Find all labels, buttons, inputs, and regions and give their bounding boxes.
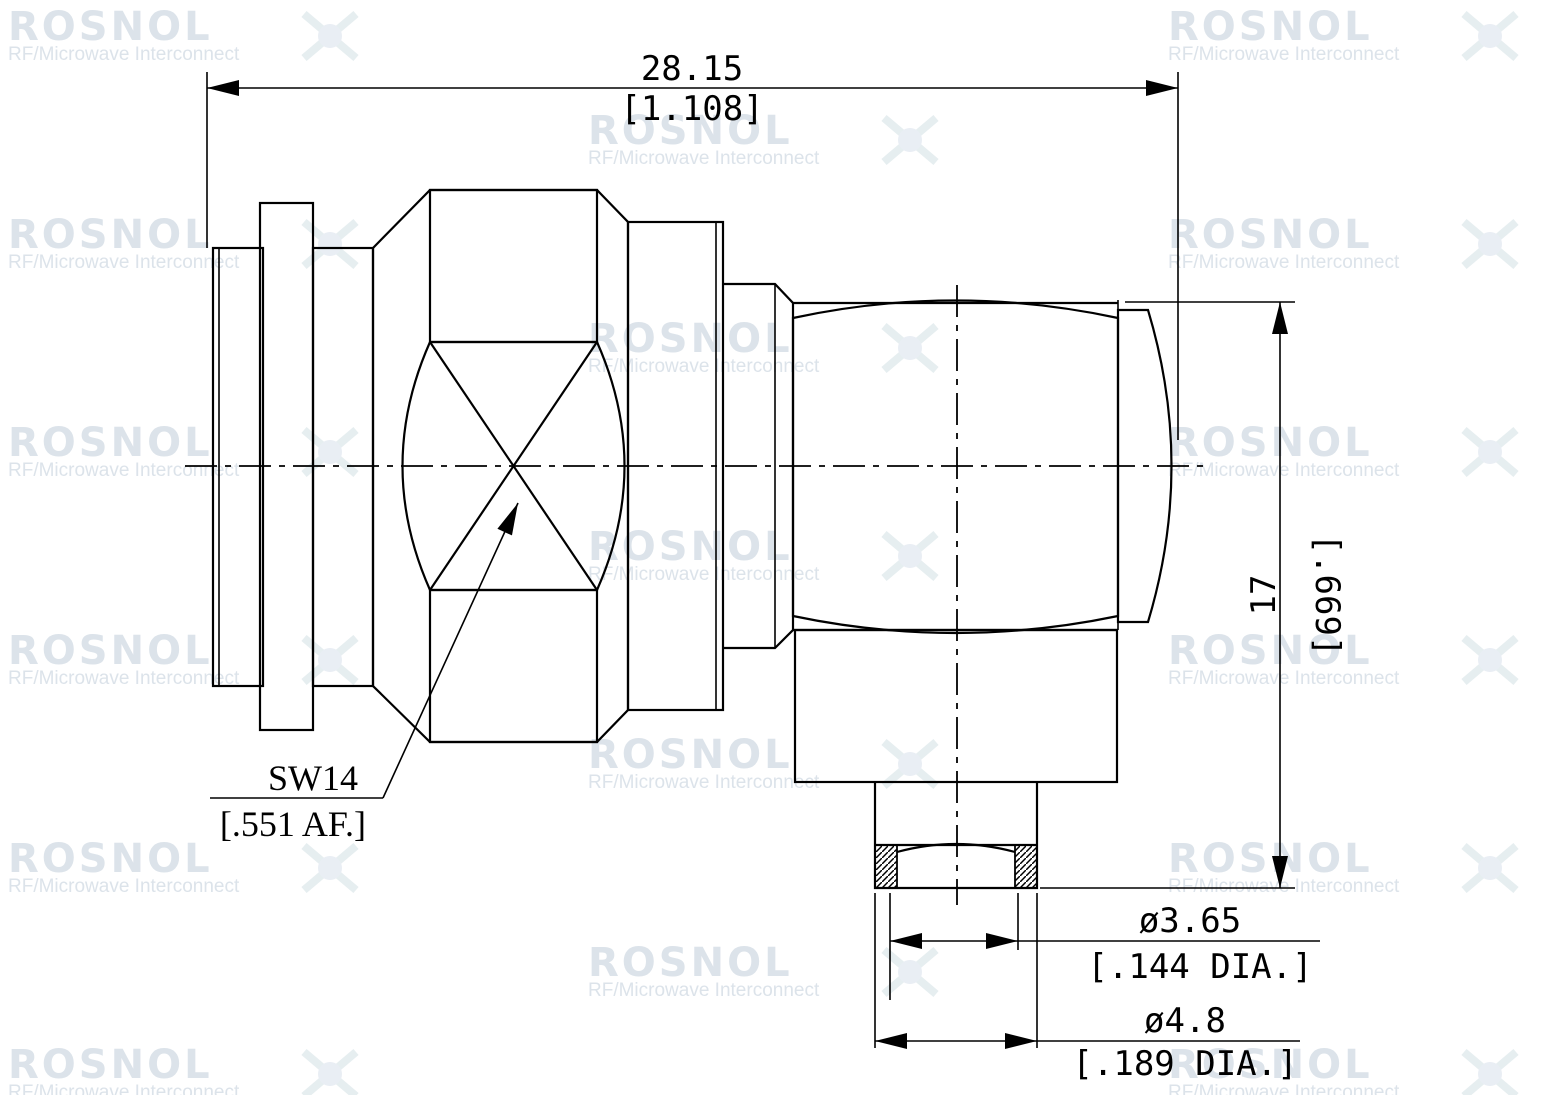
watermark-tagline: RF/Microwave Interconnect (8, 876, 240, 897)
star-r-logo-icon (1461, 218, 1519, 270)
watermark-tagline: RF/Microwave Interconnect (588, 772, 820, 793)
watermark-brand: ROSNOL (1168, 1042, 1373, 1088)
star-r-logo-icon (881, 114, 939, 166)
watermark: ROSNOL RF/Microwave Interconnect (588, 316, 939, 377)
star-r-logo-icon (301, 1048, 359, 1095)
star-r-logo-icon (301, 10, 359, 62)
star-r-logo-icon (1461, 842, 1519, 894)
watermark: ROSNOL RF/Microwave Interconnect (8, 4, 359, 65)
inner-diameter-inch: [.144 DIA.] (1087, 947, 1312, 987)
connector-outline (185, 188, 1205, 905)
watermark-tagline: RF/Microwave Interconnect (8, 44, 240, 65)
star-r-logo-icon (881, 530, 939, 582)
watermark-brand: ROSNOL (8, 4, 213, 50)
watermark-brand: ROSNOL (588, 108, 793, 154)
watermark: ROSNOL RF/Microwave Interconnect (1168, 4, 1519, 65)
watermark: ROSNOL RF/Microwave Interconnect (1168, 212, 1519, 273)
watermark-tagline: RF/Microwave Interconnect (588, 564, 820, 585)
watermark: ROSNOL RF/Microwave Interconnect (588, 940, 939, 1001)
watermark: ROSNOL RF/Microwave Interconnect (8, 212, 359, 273)
height-mm: 17 (1244, 575, 1284, 616)
watermark-brand: ROSNOL (1168, 420, 1373, 466)
lower-housing (793, 628, 1119, 784)
outer-diameter-mm: ø4.8 (1144, 1001, 1226, 1041)
watermark: ROSNOL RF/Microwave Interconnect (8, 1042, 359, 1095)
rear-plug (211, 246, 265, 688)
watermark: ROSNOL RF/Microwave Interconnect (588, 732, 939, 793)
watermark-brand: ROSNOL (588, 940, 793, 986)
watermark-tagline: RF/Microwave Interconnect (8, 1082, 240, 1095)
star-r-logo-icon (1461, 1048, 1519, 1095)
watermark-brand: ROSNOL (1168, 836, 1373, 882)
watermark-brand: ROSNOL (8, 1042, 213, 1088)
watermark: ROSNOL RF/Microwave Interconnect (1168, 628, 1519, 689)
ferrule (873, 782, 1039, 890)
wrench-flat-inch: [.551 AF.] (220, 804, 366, 844)
watermark: ROSNOL RF/Microwave Interconnect (1168, 1042, 1519, 1095)
ferrule-section-left (874, 844, 898, 889)
watermark-brand: ROSNOL (588, 316, 793, 362)
watermark-brand: ROSNOL (8, 836, 213, 882)
watermark: ROSNOL RF/Microwave Interconnect (588, 108, 939, 169)
star-r-logo-icon (301, 218, 359, 270)
wrench-flat-label: SW14 (268, 758, 358, 798)
dim-outer-diameter: ø4.8 [.189 DIA.] (874, 893, 1300, 1084)
outer-diameter-inch: [.189 DIA.] (1072, 1044, 1297, 1084)
star-r-logo-icon (881, 738, 939, 790)
watermark-tagline: RF/Microwave Interconnect (8, 460, 240, 481)
star-r-logo-icon (301, 842, 359, 894)
watermark-tagline: RF/Microwave Interconnect (588, 356, 820, 377)
inner-diameter-mm: ø3.65 (1139, 901, 1241, 941)
watermark-brand: ROSNOL (588, 524, 793, 570)
watermark-brand: ROSNOL (1168, 212, 1373, 258)
wrench-flat-callout: SW14 [.551 AF.] (210, 502, 519, 844)
watermark-tagline: RF/Microwave Interconnect (8, 668, 240, 689)
star-r-logo-icon (1461, 634, 1519, 686)
watermark-brand: ROSNOL (8, 212, 213, 258)
knurl-top (428, 188, 599, 344)
star-r-logo-icon (881, 322, 939, 374)
watermark-tagline: RF/Microwave Interconnect (1168, 460, 1400, 481)
watermark-tagline: RF/Microwave Interconnect (1168, 44, 1400, 65)
watermark: ROSNOL RF/Microwave Interconnect (8, 628, 359, 689)
dim-height: 17 [.669] (1040, 301, 1347, 889)
watermark-tagline: RF/Microwave Interconnect (8, 252, 240, 273)
watermark: ROSNOL RF/Microwave Interconnect (8, 836, 359, 897)
watermark: ROSNOL RF/Microwave Interconnect (1168, 420, 1519, 481)
star-r-logo-icon (301, 426, 359, 478)
star-r-logo-icon (301, 634, 359, 686)
star-r-logo-icon (881, 946, 939, 998)
watermark: ROSNOL RF/Microwave Interconnect (1168, 836, 1519, 897)
ferrule-section-right (1014, 844, 1038, 889)
watermark-tagline: RF/Microwave Interconnect (1168, 1082, 1400, 1095)
overall-length-inch: [1.108] (620, 89, 763, 129)
overall-length-mm: 28.15 (641, 49, 743, 89)
knurl-bottom (428, 588, 599, 744)
dim-inner-diameter: ø3.65 [.144 DIA.] (889, 893, 1320, 1000)
watermark-tagline: RF/Microwave Interconnect (1168, 668, 1400, 689)
watermark-tagline: RF/Microwave Interconnect (588, 980, 820, 1001)
end-cap (1116, 308, 1173, 624)
watermark-brand: ROSNOL (8, 420, 213, 466)
watermark-tagline: RF/Microwave Interconnect (1168, 876, 1400, 897)
star-r-logo-icon (1461, 10, 1519, 62)
watermark-brand: ROSNOL (588, 732, 793, 778)
height-inch: [.669] (1307, 534, 1347, 657)
watermark-tagline: RF/Microwave Interconnect (588, 148, 820, 169)
watermark: ROSNOL RF/Microwave Interconnect (8, 420, 359, 481)
watermark-tagline: RF/Microwave Interconnect (1168, 252, 1400, 273)
watermark: ROSNOL RF/Microwave Interconnect (588, 524, 939, 585)
watermarks: ROSNOL RF/Microwave Interconnect ROSNOL … (8, 4, 1519, 1095)
watermark-brand: ROSNOL (1168, 4, 1373, 50)
watermark-brand: ROSNOL (1168, 628, 1373, 674)
dim-overall-length: 28.15 [1.108] (206, 49, 1179, 440)
star-r-logo-icon (1461, 426, 1519, 478)
watermark-brand: ROSNOL (8, 628, 213, 674)
